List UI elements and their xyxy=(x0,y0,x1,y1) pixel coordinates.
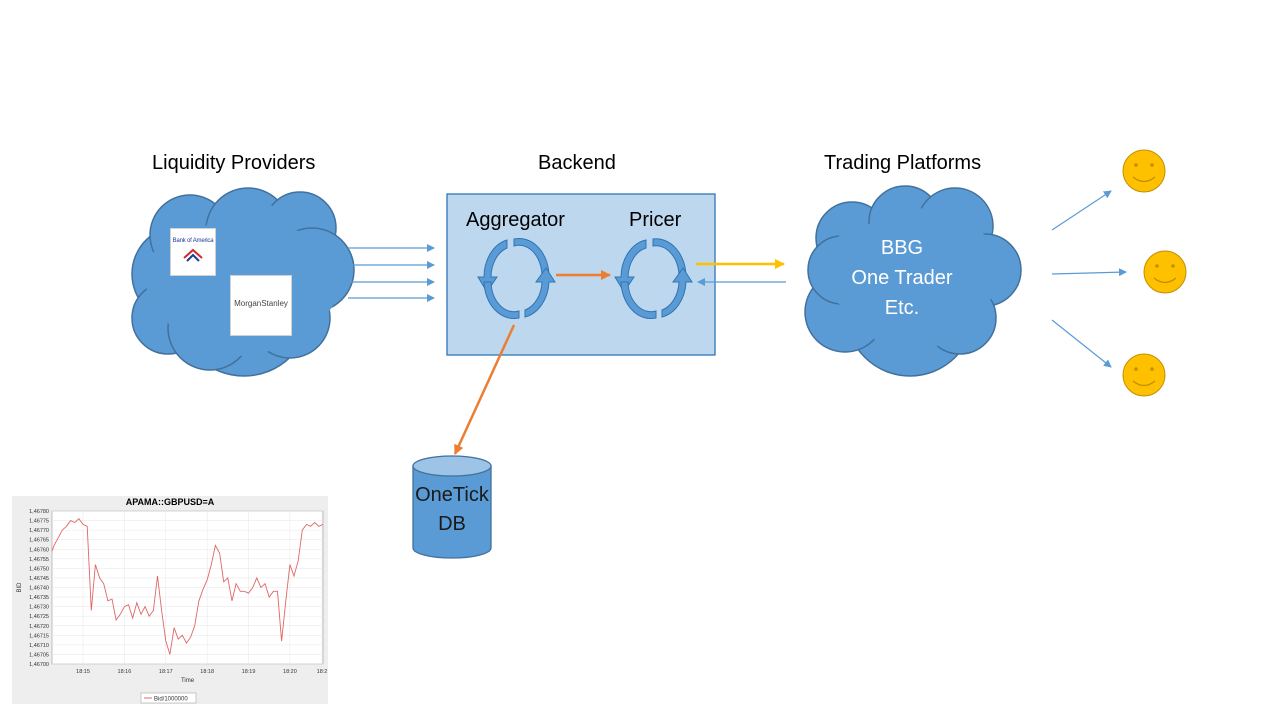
client-arrows xyxy=(1051,190,1127,368)
bank-of-america-logo: Bank of America xyxy=(170,228,216,276)
chart-x-tick-label: 18:20 xyxy=(283,669,297,675)
chart-y-tick-label: 1,46770 xyxy=(29,528,49,534)
liquidity-providers-heading: Liquidity Providers xyxy=(152,152,316,174)
chart-x-tick-label: 18:19 xyxy=(242,669,256,675)
chart-y-tick-label: 1,46710 xyxy=(29,643,49,649)
trading-platforms-heading: Trading Platforms xyxy=(824,152,982,174)
chart-y-tick-label: 1,46735 xyxy=(29,595,49,601)
chart-y-tick-label: 1,46705 xyxy=(29,652,49,658)
morgan-stanley-logo-left: Morgan xyxy=(234,299,262,308)
chart-x-tick-label: 18:15 xyxy=(76,669,90,675)
database-label-line2: DB xyxy=(438,513,466,535)
bank-of-america-logo-text: Bank of America xyxy=(172,238,214,244)
trading-platforms-cloud xyxy=(804,185,1022,377)
chart-y-tick-label: 1,46780 xyxy=(29,509,49,515)
bank-of-america-flag-logo xyxy=(183,248,203,262)
platform-line-2: One Trader xyxy=(851,267,953,289)
chart-title: APAMA::GBPUSD=A xyxy=(126,497,215,507)
database-label: OneTick DB xyxy=(404,481,500,539)
database-label-line1: OneTick xyxy=(415,484,489,506)
backend-heading: Backend xyxy=(538,152,616,174)
chart-y-tick-label: 1,46715 xyxy=(29,633,49,639)
chart-y-tick-label: 1,46775 xyxy=(29,519,49,525)
bid-price-chart: APAMA::GBPUSD=A1,467801,467751,467701,46… xyxy=(17,497,328,704)
aggregator-label: Aggregator xyxy=(466,209,565,231)
smiley-face-icon xyxy=(1122,353,1166,397)
pricer-cycle-icon xyxy=(614,238,693,320)
chart-y-tick-label: 1,46725 xyxy=(29,614,49,620)
chart-y-axis-label: BID xyxy=(17,582,23,593)
morgan-stanley-logo: MorganStanley xyxy=(230,275,292,336)
chart-y-tick-label: 1,46765 xyxy=(29,538,49,544)
platform-line-1: BBG xyxy=(880,237,924,259)
chart-y-tick-label: 1,46720 xyxy=(29,624,49,630)
chart-y-tick-label: 1,46745 xyxy=(29,576,49,582)
chart-x-tick-label: 18:18 xyxy=(200,669,214,675)
chart-y-tick-label: 1,46700 xyxy=(29,662,49,668)
chart-y-tick-label: 1,46755 xyxy=(29,557,49,563)
chart-y-tick-label: 1,46730 xyxy=(29,605,49,611)
chart-y-tick-label: 1,46740 xyxy=(29,586,49,592)
backend-box xyxy=(446,193,716,356)
chart-series-line xyxy=(51,518,324,655)
platform-line-3: Etc. xyxy=(884,297,920,319)
aggregator-to-db-arrow xyxy=(453,324,516,455)
pricer-label: Pricer xyxy=(629,209,682,231)
chart-legend-box xyxy=(140,692,197,704)
chart-x-axis-label: Time xyxy=(181,678,195,684)
chart-x-tick-label: 18:16 xyxy=(118,669,132,675)
chart-y-tick-label: 1,46750 xyxy=(29,566,49,572)
morgan-stanley-logo-right: Stanley xyxy=(261,299,288,308)
chart-x-tick-label: 18:2 xyxy=(317,669,328,675)
chart-x-tick-label: 18:17 xyxy=(159,669,173,675)
provider-feed-arrows xyxy=(348,244,435,302)
trading-platforms-list: BBG One Trader Etc. xyxy=(822,233,982,323)
database-cylinder-icon xyxy=(412,455,492,559)
chart-legend-label: Bid/1000000 xyxy=(154,697,188,703)
smiley-face-icon xyxy=(1143,250,1187,294)
aggregator-cycle-icon xyxy=(477,237,556,320)
chart-y-tick-label: 1,46760 xyxy=(29,547,49,553)
smiley-face-icon xyxy=(1122,149,1166,193)
